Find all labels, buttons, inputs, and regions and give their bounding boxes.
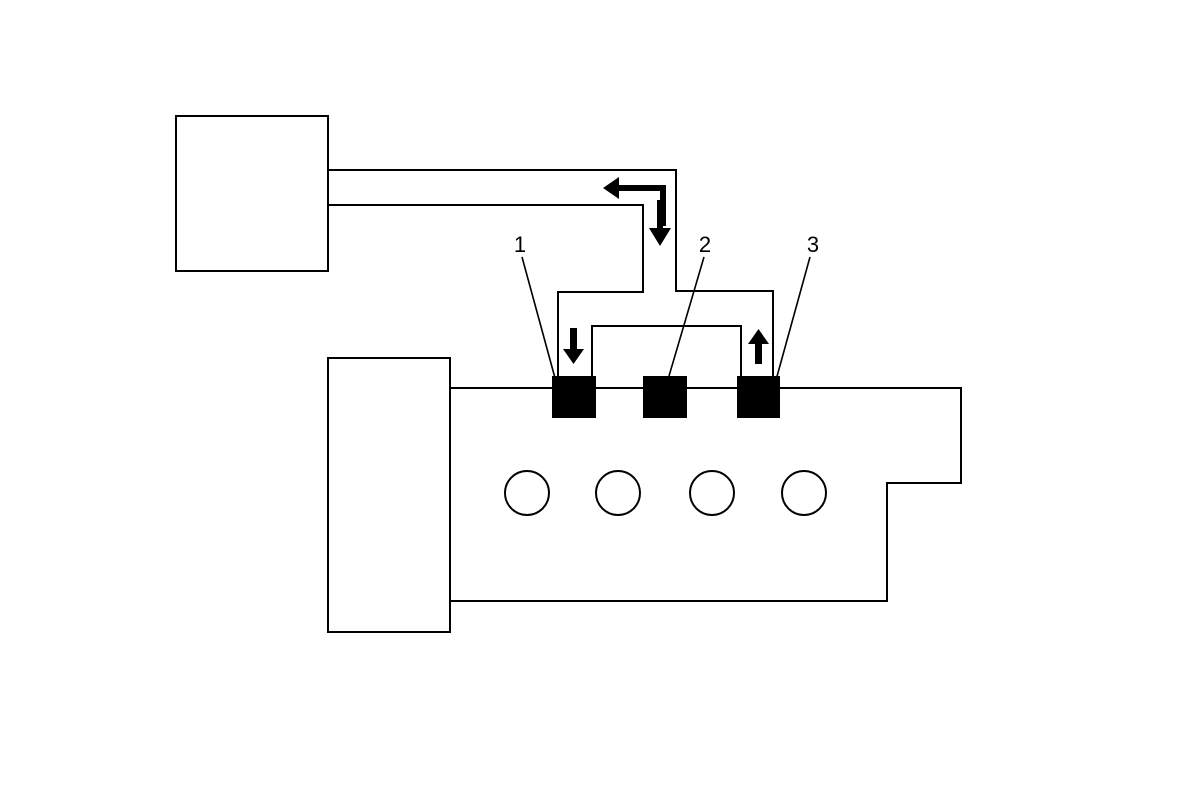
inlet-arrow-down <box>563 328 584 364</box>
component-3-block <box>737 376 780 418</box>
engine-block <box>450 387 962 602</box>
cylinder-3 <box>689 470 735 516</box>
return-flow-arrow-left <box>603 177 666 226</box>
cylinder-row <box>504 470 827 516</box>
cylinder-2 <box>595 470 641 516</box>
component-1-block <box>552 376 596 418</box>
supply-flow-arrow-down <box>649 200 671 246</box>
transmission-housing <box>327 357 451 633</box>
component-2-block <box>643 376 687 418</box>
callout-3-leader <box>775 256 811 381</box>
callout-3-label: 3 <box>807 232 819 257</box>
external-unit-box <box>175 115 329 272</box>
outer-hose-line <box>328 169 774 378</box>
inner-hose-line <box>328 204 644 378</box>
callout-1-leader <box>521 256 556 379</box>
outlet-arrow-up <box>748 329 769 364</box>
callout-2-leader <box>668 256 705 377</box>
callout-1-label: 1 <box>514 232 526 257</box>
bridge-pipe <box>591 325 742 378</box>
cylinder-1 <box>504 470 550 516</box>
callout-2-label: 2 <box>699 232 711 257</box>
cylinder-4 <box>781 470 827 516</box>
